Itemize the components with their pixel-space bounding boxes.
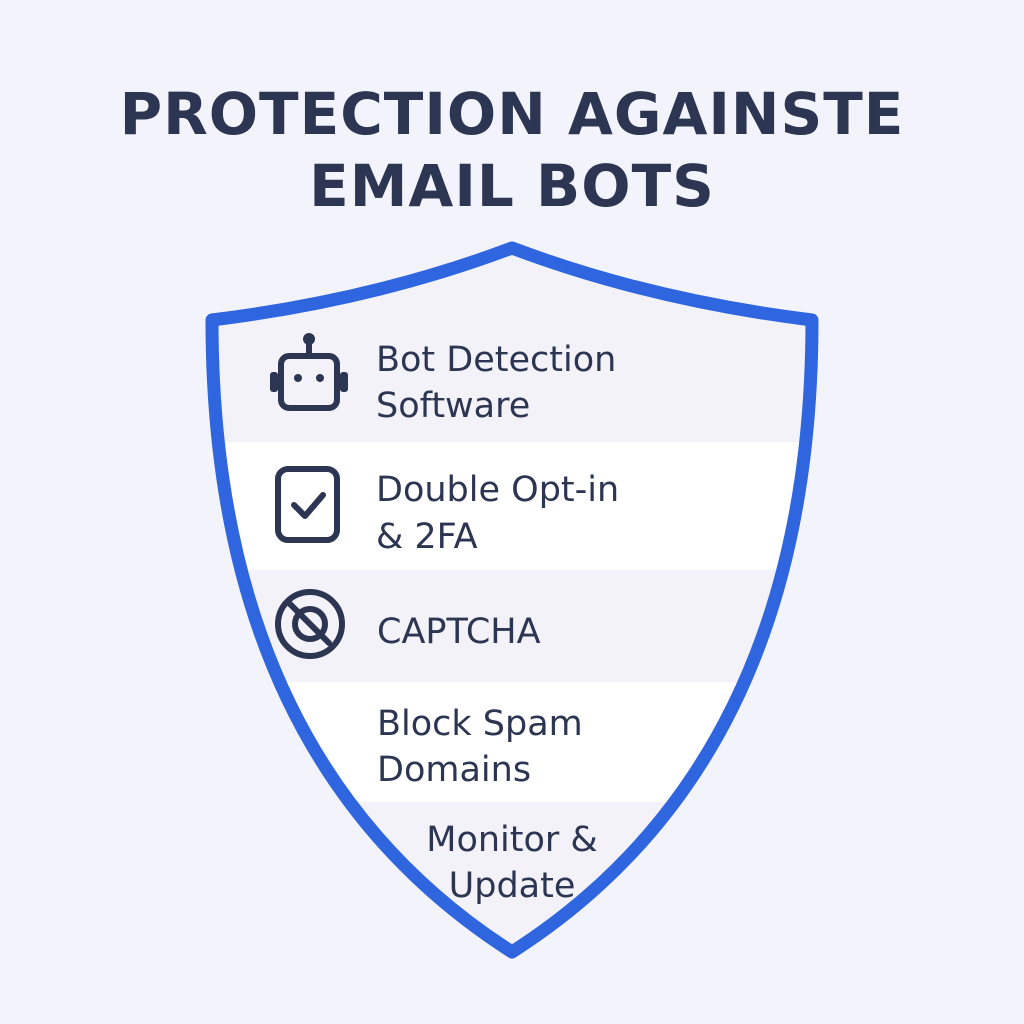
- item-label-monitor-line-2: Update: [449, 866, 576, 906]
- item-label-bot-detection-line-2: Software: [376, 386, 530, 426]
- shield-outline: [205, 241, 819, 959]
- item-label-bot-detection-line-1: Bot Detection: [376, 340, 616, 380]
- item-label-double-opt-in-line-1: Double Opt-in: [376, 470, 619, 510]
- item-label-double-opt-in-line-2: & 2FA: [376, 517, 478, 557]
- item-label-captcha: CAPTCHA: [377, 612, 541, 652]
- title-line-2: EMAIL BOTS: [309, 152, 715, 220]
- checkbox-icon: [275, 466, 340, 543]
- robot-icon: [270, 333, 348, 411]
- page-title: PROTECTION AGAINSTE EMAIL BOTS: [0, 78, 1024, 222]
- item-label-block-spam-line-2: Domains: [377, 750, 531, 790]
- title-line-1: PROTECTION AGAINSTE: [119, 80, 905, 148]
- item-label-block-spam-line-1: Block Spam: [377, 704, 583, 744]
- item-label-monitor-line-1: Monitor &: [426, 820, 597, 860]
- captcha-icon: [275, 589, 345, 659]
